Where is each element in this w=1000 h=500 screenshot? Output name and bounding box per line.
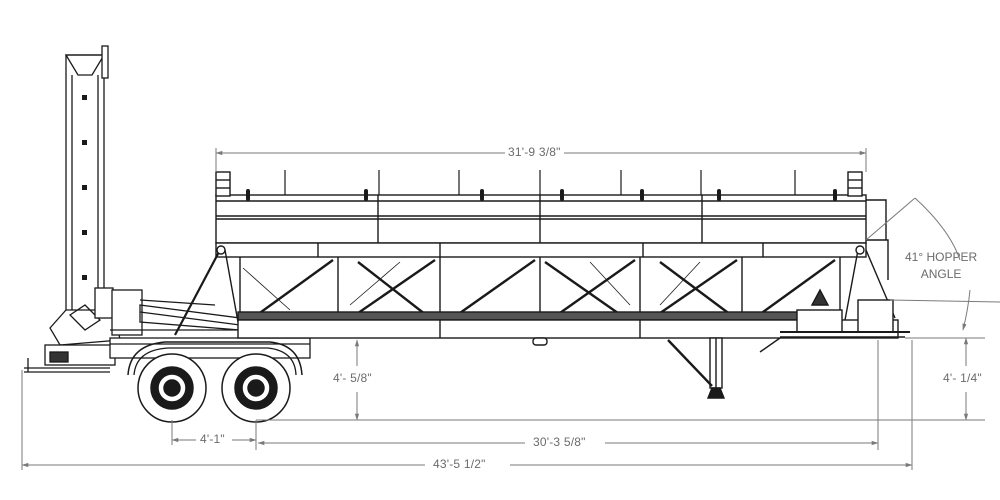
silo-body bbox=[215, 170, 889, 280]
silo-length-dimension: 31'-9 3/8" bbox=[505, 145, 564, 159]
hopper-angle-line2: ANGLE bbox=[920, 267, 962, 281]
front-deck bbox=[109, 299, 311, 376]
wheels bbox=[137, 353, 291, 423]
axle-to-rear-dimension: 30'-3 5/8" bbox=[530, 435, 589, 449]
conveyor-mast bbox=[24, 45, 143, 373]
overall-length-dimension: 43'-5 1/2" bbox=[430, 457, 489, 471]
hopper-angle-annotation: 41° HOPPER ANGLE bbox=[905, 249, 977, 283]
rear-equipment bbox=[667, 288, 910, 399]
wheel-rear bbox=[221, 353, 291, 423]
front-frame-height-dimension: 4'- 5/8" bbox=[330, 371, 375, 385]
rear-frame-height-dimension: 4'- 1/4" bbox=[940, 371, 985, 385]
truss-frame bbox=[174, 245, 899, 346]
axle-spacing-dimension: 4'-1" bbox=[197, 432, 228, 446]
wheel-front bbox=[137, 353, 207, 423]
hopper-angle-line1: 41° HOPPER bbox=[905, 250, 978, 264]
